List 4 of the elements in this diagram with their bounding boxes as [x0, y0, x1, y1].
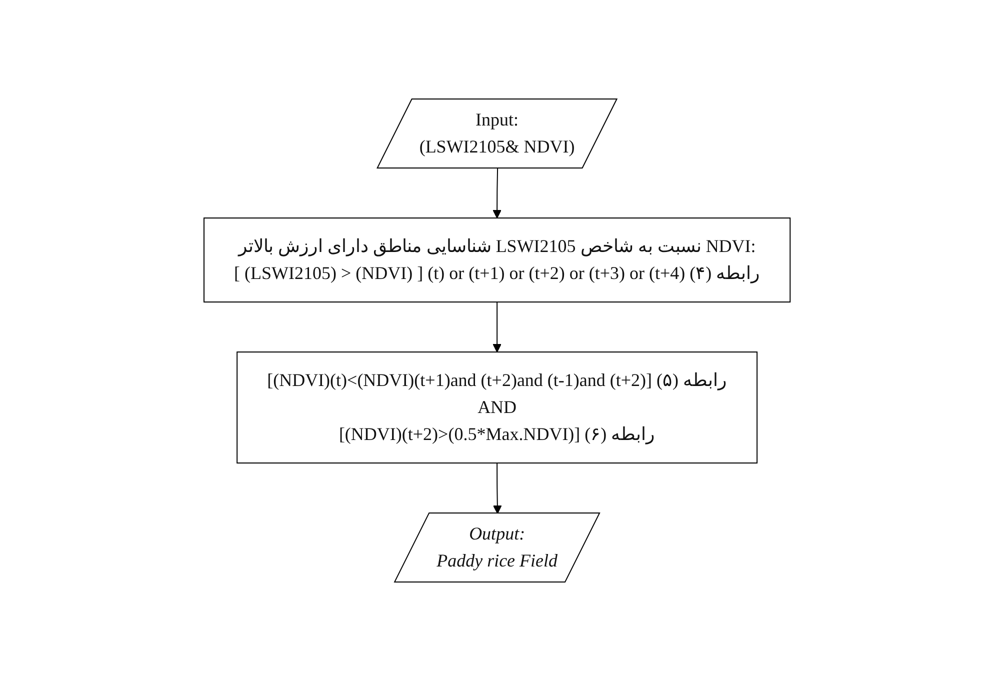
arrow	[492, 168, 502, 218]
arrow	[492, 301, 502, 352]
arrow	[492, 462, 502, 514]
node-box: شناسایی مناطق دارای ارزش بالاتر LSWI2105 نسبت به شاخص NDVI: [ (LSWI2105) > (NDVI) ] (t) or (t+1) or (t+2) or (t+3) or (t+4) رابطه (۴)	[203, 217, 791, 302]
